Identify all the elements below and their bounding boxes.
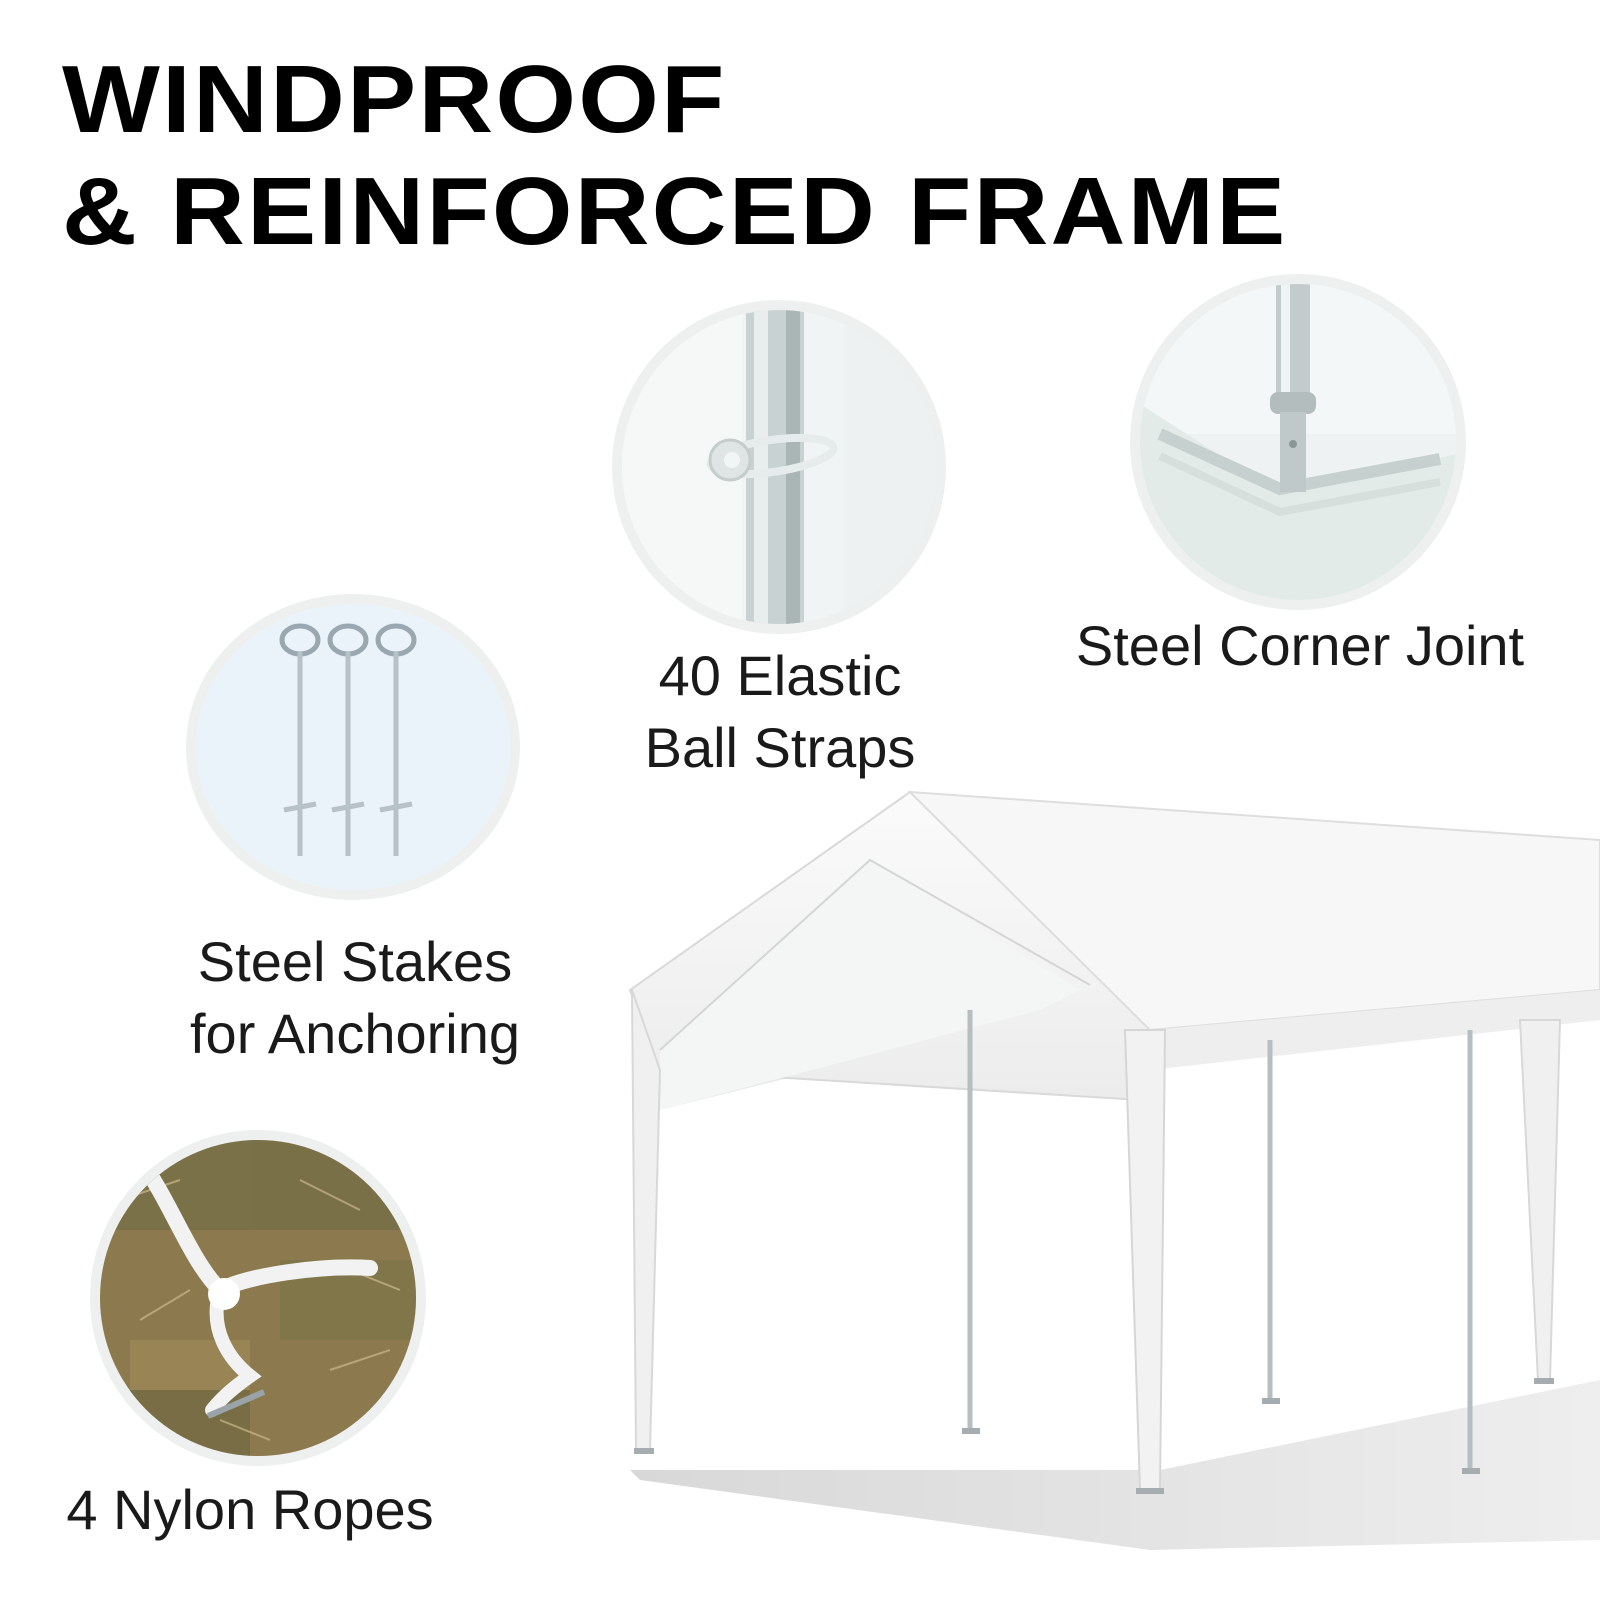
carport-canopy-image bbox=[620, 780, 1600, 1600]
steel-corner-joint-icon bbox=[1140, 284, 1456, 600]
headline-line-1: WINDPROOF bbox=[62, 46, 727, 153]
headline-line-2: & REINFORCED FRAME bbox=[62, 158, 1288, 265]
steel-corner-joint-caption: Steel Corner Joint bbox=[1075, 614, 1525, 677]
headline: WINDPROOF & REINFORCED FRAME bbox=[62, 44, 1287, 268]
nylon-rope-caption: 4 Nylon Ropes bbox=[66, 1478, 434, 1541]
steel-stakes-caption: Steel Stakes for Anchoring bbox=[190, 930, 520, 1065]
steel-stakes-icon bbox=[196, 604, 510, 890]
elastic-ball-strap-caption: 40 Elastic Ball Straps bbox=[644, 644, 916, 779]
nylon-rope-icon bbox=[100, 1140, 416, 1456]
elastic-ball-strap-icon bbox=[622, 310, 936, 624]
